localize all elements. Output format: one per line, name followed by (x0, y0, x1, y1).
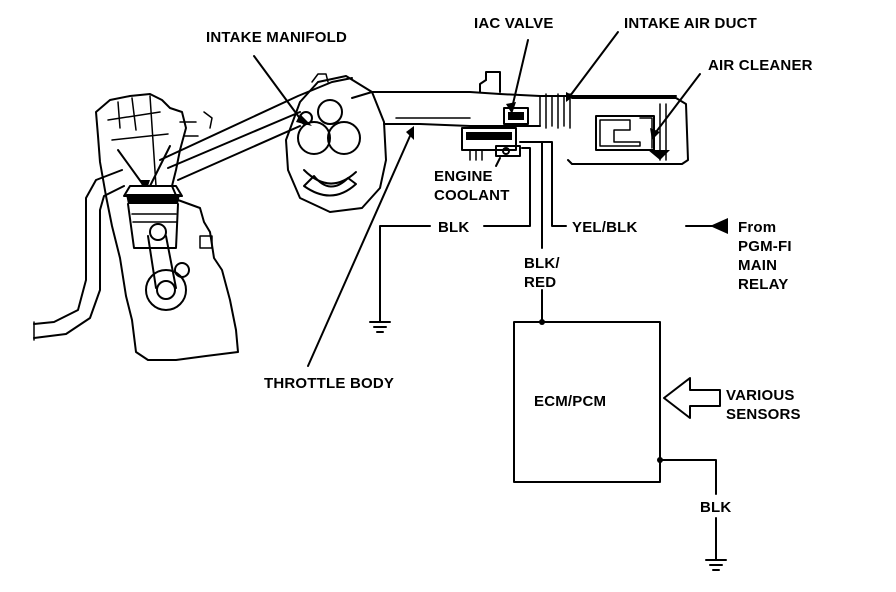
label-blk-red-line1: BLK/ (524, 255, 560, 272)
label-from-relay-line4: RELAY (738, 276, 788, 293)
ecm-pcm-box (513, 319, 663, 483)
label-iac-valve: IAC VALVE (474, 15, 554, 32)
label-various-sensors-line2: SENSORS (726, 406, 801, 423)
label-air-cleaner: AIR CLEANER (708, 57, 813, 74)
label-intake-air-duct: INTAKE AIR DUCT (624, 15, 757, 32)
intake-manifold (159, 73, 387, 213)
label-intake-manifold: INTAKE MANIFOLD (206, 29, 347, 46)
wiring (369, 141, 728, 571)
label-blk-red-line2: RED (524, 274, 556, 291)
label-engine-coolant-line2: COOLANT (434, 187, 510, 204)
label-ecm-pcm: ECM/PCM (534, 393, 606, 410)
iac-valve (461, 107, 529, 161)
label-throttle-body: THROTTLE BODY (264, 375, 394, 392)
label-from-relay-line3: MAIN (738, 257, 777, 274)
label-engine-coolant-line1: ENGINE (434, 168, 493, 185)
engine-cutaway (33, 93, 239, 361)
label-from-relay-line2: PGM-FI (738, 238, 792, 255)
label-from-relay-line1: From (738, 219, 776, 236)
label-yel-blk-wire: YEL/BLK (572, 219, 638, 236)
sensor-input-arrow (663, 377, 721, 419)
label-blk-wire-bottom: BLK (700, 499, 731, 516)
label-various-sensors-line1: VARIOUS (726, 387, 795, 404)
label-blk-wire-left: BLK (438, 219, 469, 236)
leader-lines (253, 31, 701, 367)
